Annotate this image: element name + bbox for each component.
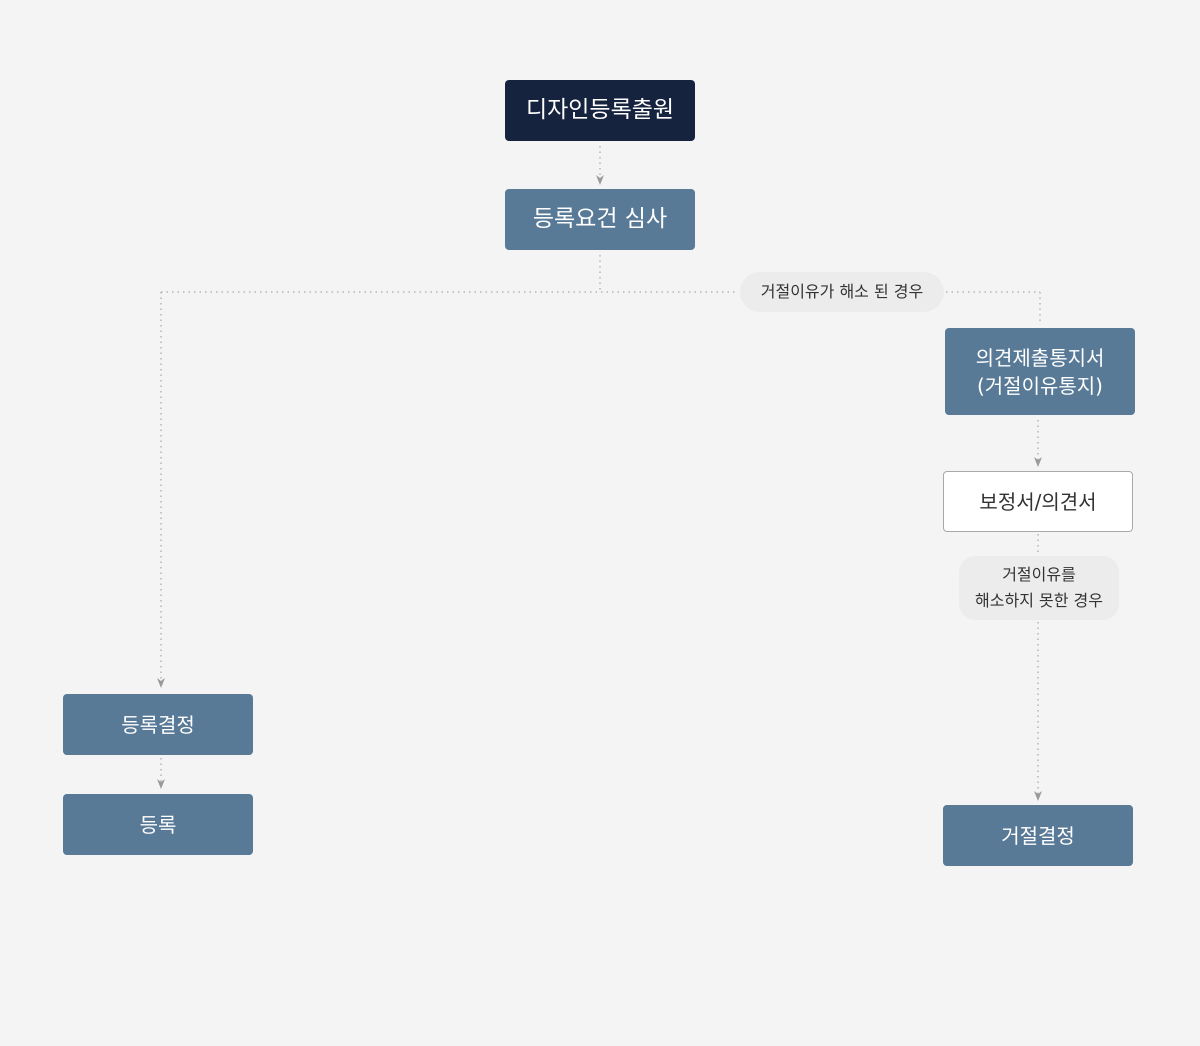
node-design-application: 디자인등록출원 <box>505 80 695 141</box>
node-label: 등록요건 심사 <box>532 206 668 233</box>
node-registration-requirements-examination: 등록요건 심사 <box>505 189 695 250</box>
condition-label: 거절이유가 해소 된 경우 <box>760 282 924 302</box>
node-registration-decision: 등록결정 <box>63 694 253 755</box>
node-label: 디자인등록출원 <box>525 97 675 124</box>
node-opinion-submission-notice: 의견제출통지서 (거절이유통지) <box>945 328 1135 415</box>
node-label: 등록 <box>139 812 177 837</box>
condition-label-line1: 거절이유를 <box>1002 565 1076 585</box>
node-amendment-opinion: 보정서/의견서 <box>943 471 1133 532</box>
node-label-line2: (거절이유통지) <box>976 373 1103 398</box>
node-label-line1: 의견제출통지서 <box>975 345 1105 370</box>
node-rejection-decision: 거절결정 <box>943 805 1133 866</box>
node-label: 거절결정 <box>1001 823 1075 848</box>
node-registration: 등록 <box>63 794 253 855</box>
condition-label-line2: 해소하지 못한 경우 <box>975 591 1103 610</box>
condition-rejection-not-resolved: 거절이유를 해소하지 못한 경우 <box>959 556 1119 620</box>
node-label: 등록결정 <box>121 712 195 737</box>
node-label: 보정서/의견서 <box>979 489 1097 514</box>
condition-rejection-resolved: 거절이유가 해소 된 경우 <box>740 272 944 312</box>
